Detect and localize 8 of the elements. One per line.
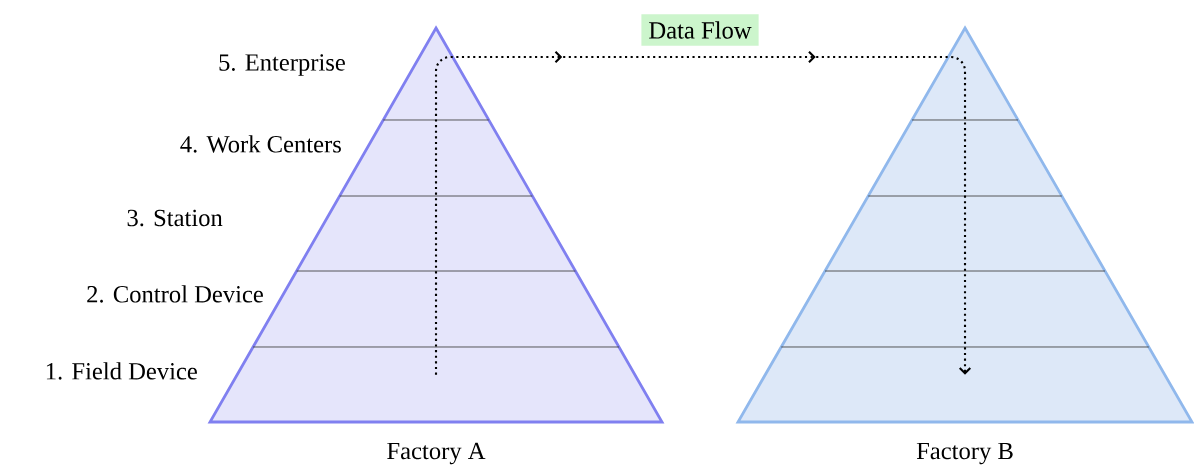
edge-label: Data Flow xyxy=(641,14,759,46)
level-label: 2. Control Device xyxy=(87,285,263,303)
level-label: 4. Work Centers xyxy=(180,135,341,153)
level-label: 5. Enterprise xyxy=(219,54,345,76)
node-label: Factory A xyxy=(387,442,486,465)
node-label: Factory B xyxy=(916,442,1013,465)
arrow xyxy=(434,51,972,375)
level-label: 3. Station xyxy=(127,209,223,227)
